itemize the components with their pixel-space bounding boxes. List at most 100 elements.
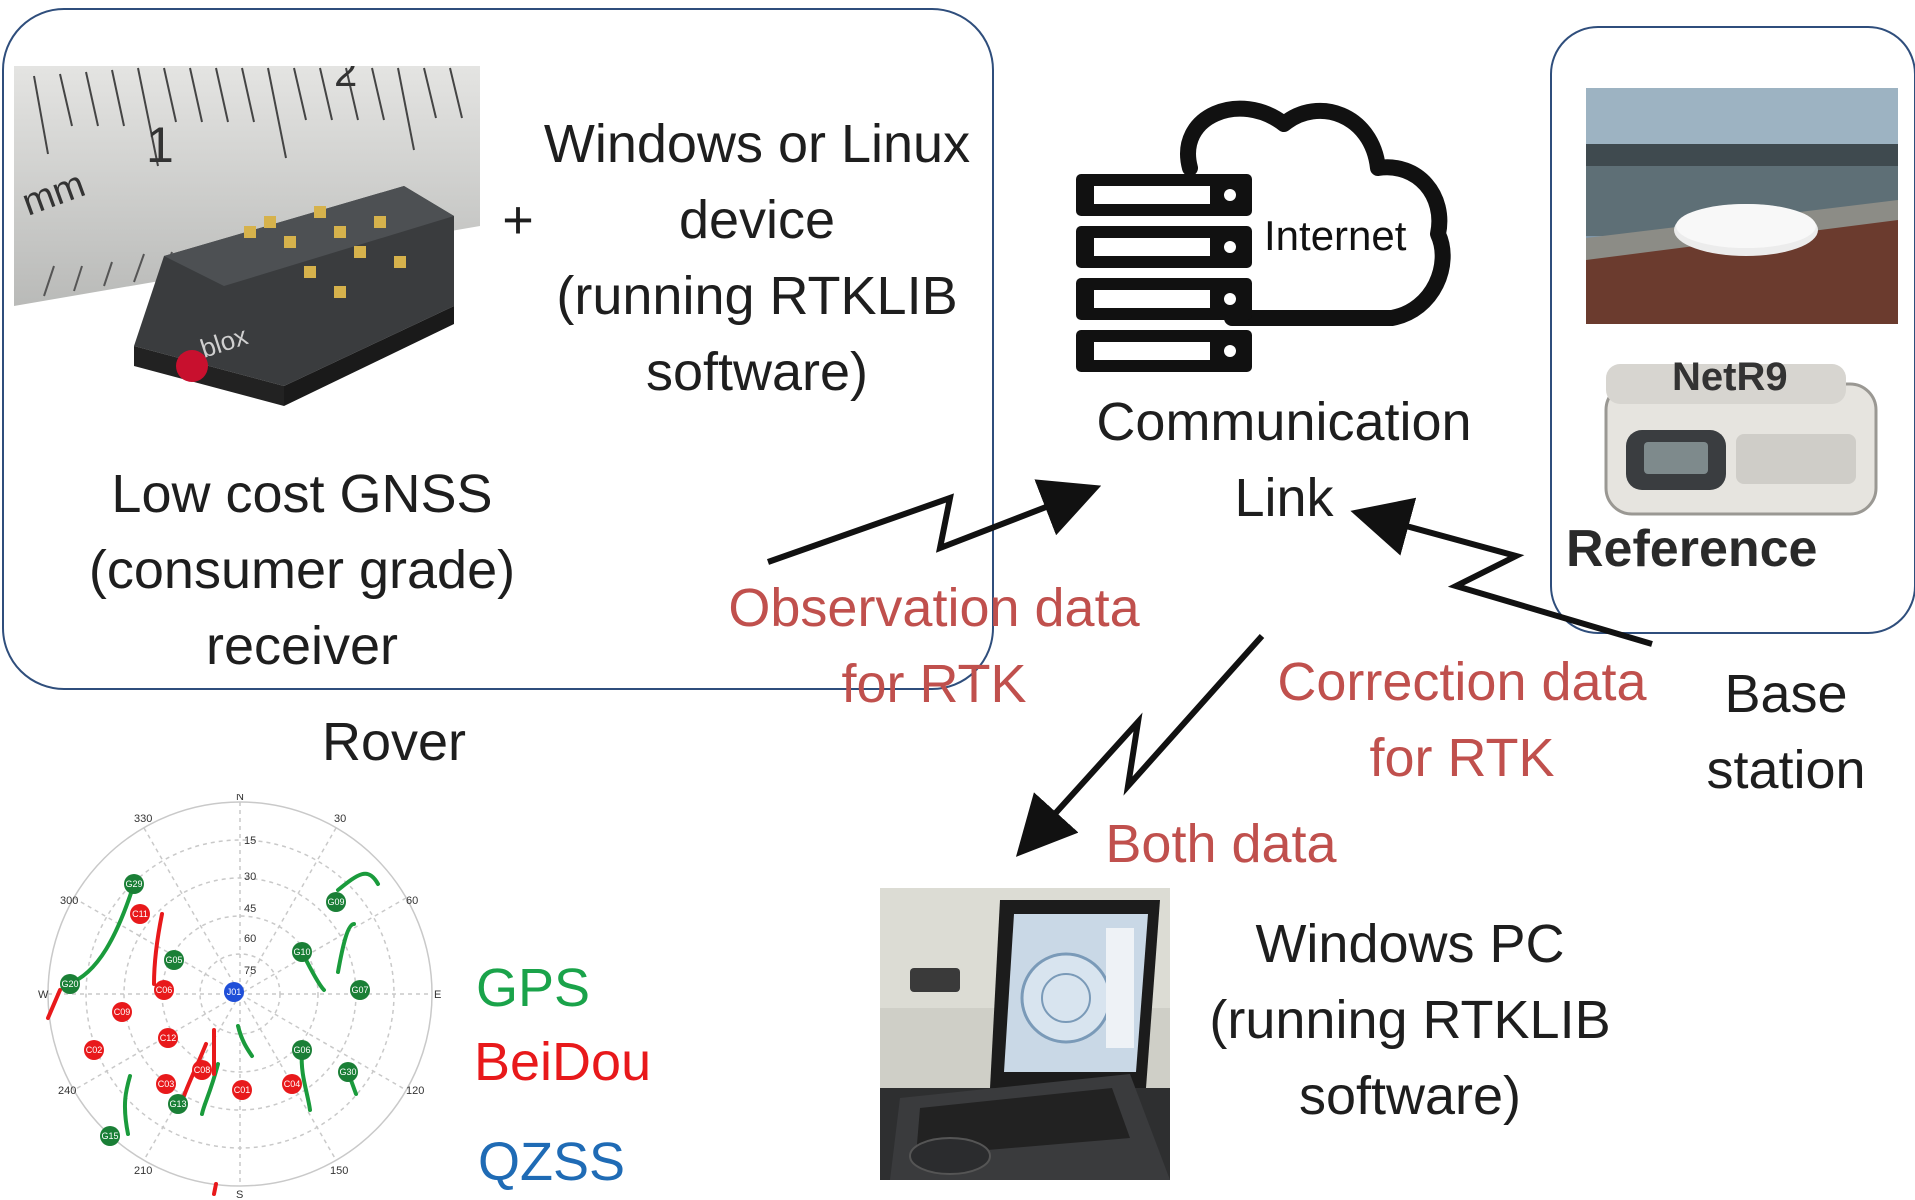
observation-data-label: Observation data for RTK: [704, 570, 1164, 722]
plus-sign: +: [502, 190, 534, 250]
base-line-2: station: [1706, 740, 1866, 800]
sat-c12: C12: [158, 1028, 178, 1048]
svg-text:G05: G05: [165, 955, 182, 965]
compass-s: S: [236, 1189, 243, 1200]
observation-link-arrow: [767, 479, 1102, 565]
az-120: 120: [406, 1085, 424, 1097]
both-data-link-arrow: [1015, 634, 1265, 857]
sat-g29: G29: [124, 874, 144, 894]
svg-text:G29: G29: [125, 879, 142, 889]
svg-text:G20: G20: [61, 979, 78, 989]
sat-g30: G30: [338, 1062, 358, 1082]
rover-os-line-3: (running RTKLIB: [556, 266, 958, 326]
netr9-label: NetR9: [1672, 355, 1788, 399]
ruler-tick-2: 2: [334, 66, 357, 95]
az-240: 240: [58, 1085, 76, 1097]
svg-text:G09: G09: [327, 897, 344, 907]
ruler-tick-1: 1: [146, 117, 174, 173]
rover-os-text: Windows or Linux device (running RTKLIB …: [520, 106, 994, 410]
svg-text:C12: C12: [160, 1033, 177, 1043]
pc-line-3: software): [1298, 1066, 1522, 1126]
internet-label: Internet: [1264, 212, 1407, 259]
sat-g15: G15: [100, 1126, 120, 1146]
sat-g10: G10: [292, 942, 312, 962]
sat-g05: G05: [164, 950, 184, 970]
skyplot: N E S W 30 60 120 150 210 240 300 330 15…: [38, 794, 441, 1200]
svg-text:G13: G13: [169, 1099, 186, 1109]
comm-line-2: Link: [1234, 468, 1334, 528]
compass-n: N: [236, 794, 244, 803]
svg-text:J01: J01: [227, 987, 242, 997]
sat-g20: G20: [60, 974, 80, 994]
both-data-label: Both data: [1105, 814, 1337, 874]
observation-line-1: Observation data: [728, 578, 1140, 638]
sat-g07: G07: [350, 980, 370, 1000]
receiver-line-1: Low cost GNSS: [111, 464, 493, 524]
sat-g06: G06: [292, 1040, 312, 1060]
legend-beidou: BeiDou: [474, 1032, 652, 1092]
rover-os-line-2: device: [678, 190, 836, 250]
svg-text:G07: G07: [351, 985, 368, 995]
svg-text:G30: G30: [339, 1067, 356, 1077]
rover-label: Rover: [321, 712, 467, 772]
base-station-label: Base station: [1656, 656, 1915, 808]
sat-c08: C08: [192, 1060, 212, 1080]
el-75: 75: [244, 965, 256, 977]
sat-c09: C09: [112, 1002, 132, 1022]
svg-text:C03: C03: [158, 1079, 175, 1089]
rover-box: [2, 8, 994, 690]
compass-e: E: [434, 989, 441, 1001]
legend-qzss: QZSS: [478, 1132, 626, 1192]
svg-text:C08: C08: [194, 1065, 211, 1075]
sat-j01: J01: [224, 982, 244, 1002]
az-30: 30: [334, 813, 346, 825]
correction-line-1: Correction data: [1277, 652, 1647, 712]
observation-line-2: for RTK: [841, 654, 1027, 714]
az-330: 330: [134, 813, 152, 825]
gnss-receiver-image: mm 1 2 blox: [14, 66, 480, 406]
correction-data-label: Correction data for RTK: [1258, 644, 1666, 796]
rover-os-line-4: software): [645, 342, 869, 402]
laptop-photo: [880, 888, 1170, 1180]
rover-os-line-1: Windows or Linux: [543, 114, 971, 174]
svg-text:C02: C02: [86, 1045, 103, 1055]
sat-g13: G13: [168, 1094, 188, 1114]
svg-text:G15: G15: [101, 1131, 118, 1141]
svg-text:C09: C09: [114, 1007, 131, 1017]
base-line-1: Base: [1724, 664, 1848, 724]
windows-pc-label: Windows PC (running RTKLIB software): [1184, 906, 1636, 1134]
az-210: 210: [134, 1165, 152, 1177]
svg-text:C04: C04: [284, 1079, 301, 1089]
base-antenna-photo: [1586, 88, 1898, 324]
el-45: 45: [244, 903, 256, 915]
netr9-receiver-image: NetR9 Reference: [1566, 355, 1878, 578]
az-150: 150: [330, 1165, 348, 1177]
receiver-text: Low cost GNSS (consumer grade) receiver: [60, 456, 544, 684]
svg-text:C01: C01: [234, 1085, 251, 1095]
az-60: 60: [406, 895, 418, 907]
pc-line-2: (running RTKLIB: [1209, 990, 1611, 1050]
pc-line-1: Windows PC: [1255, 914, 1565, 974]
sat-c03: C03: [156, 1074, 176, 1094]
correction-line-2: for RTK: [1369, 728, 1555, 788]
sat-c11: C11: [130, 904, 150, 924]
server-cloud-icon: Internet: [1076, 100, 1451, 372]
receiver-line-3: receiver: [205, 616, 399, 676]
svg-text:G06: G06: [293, 1045, 310, 1055]
sat-c01: C01: [232, 1080, 252, 1100]
el-30: 30: [244, 871, 256, 883]
sat-c02: C02: [84, 1040, 104, 1060]
correction-link-arrow: [1350, 497, 1653, 647]
el-60: 60: [244, 933, 256, 945]
sat-c04: C04: [282, 1074, 302, 1094]
svg-text:C06: C06: [156, 985, 173, 995]
az-300: 300: [60, 895, 78, 907]
el-15: 15: [244, 835, 256, 847]
reference-label: Reference: [1566, 520, 1817, 578]
comm-line-1: Communication: [1096, 392, 1472, 452]
svg-text:G10: G10: [293, 947, 310, 957]
sat-c06: C06: [154, 980, 174, 1000]
sat-g09: G09: [326, 892, 346, 912]
svg-text:C11: C11: [132, 909, 148, 919]
